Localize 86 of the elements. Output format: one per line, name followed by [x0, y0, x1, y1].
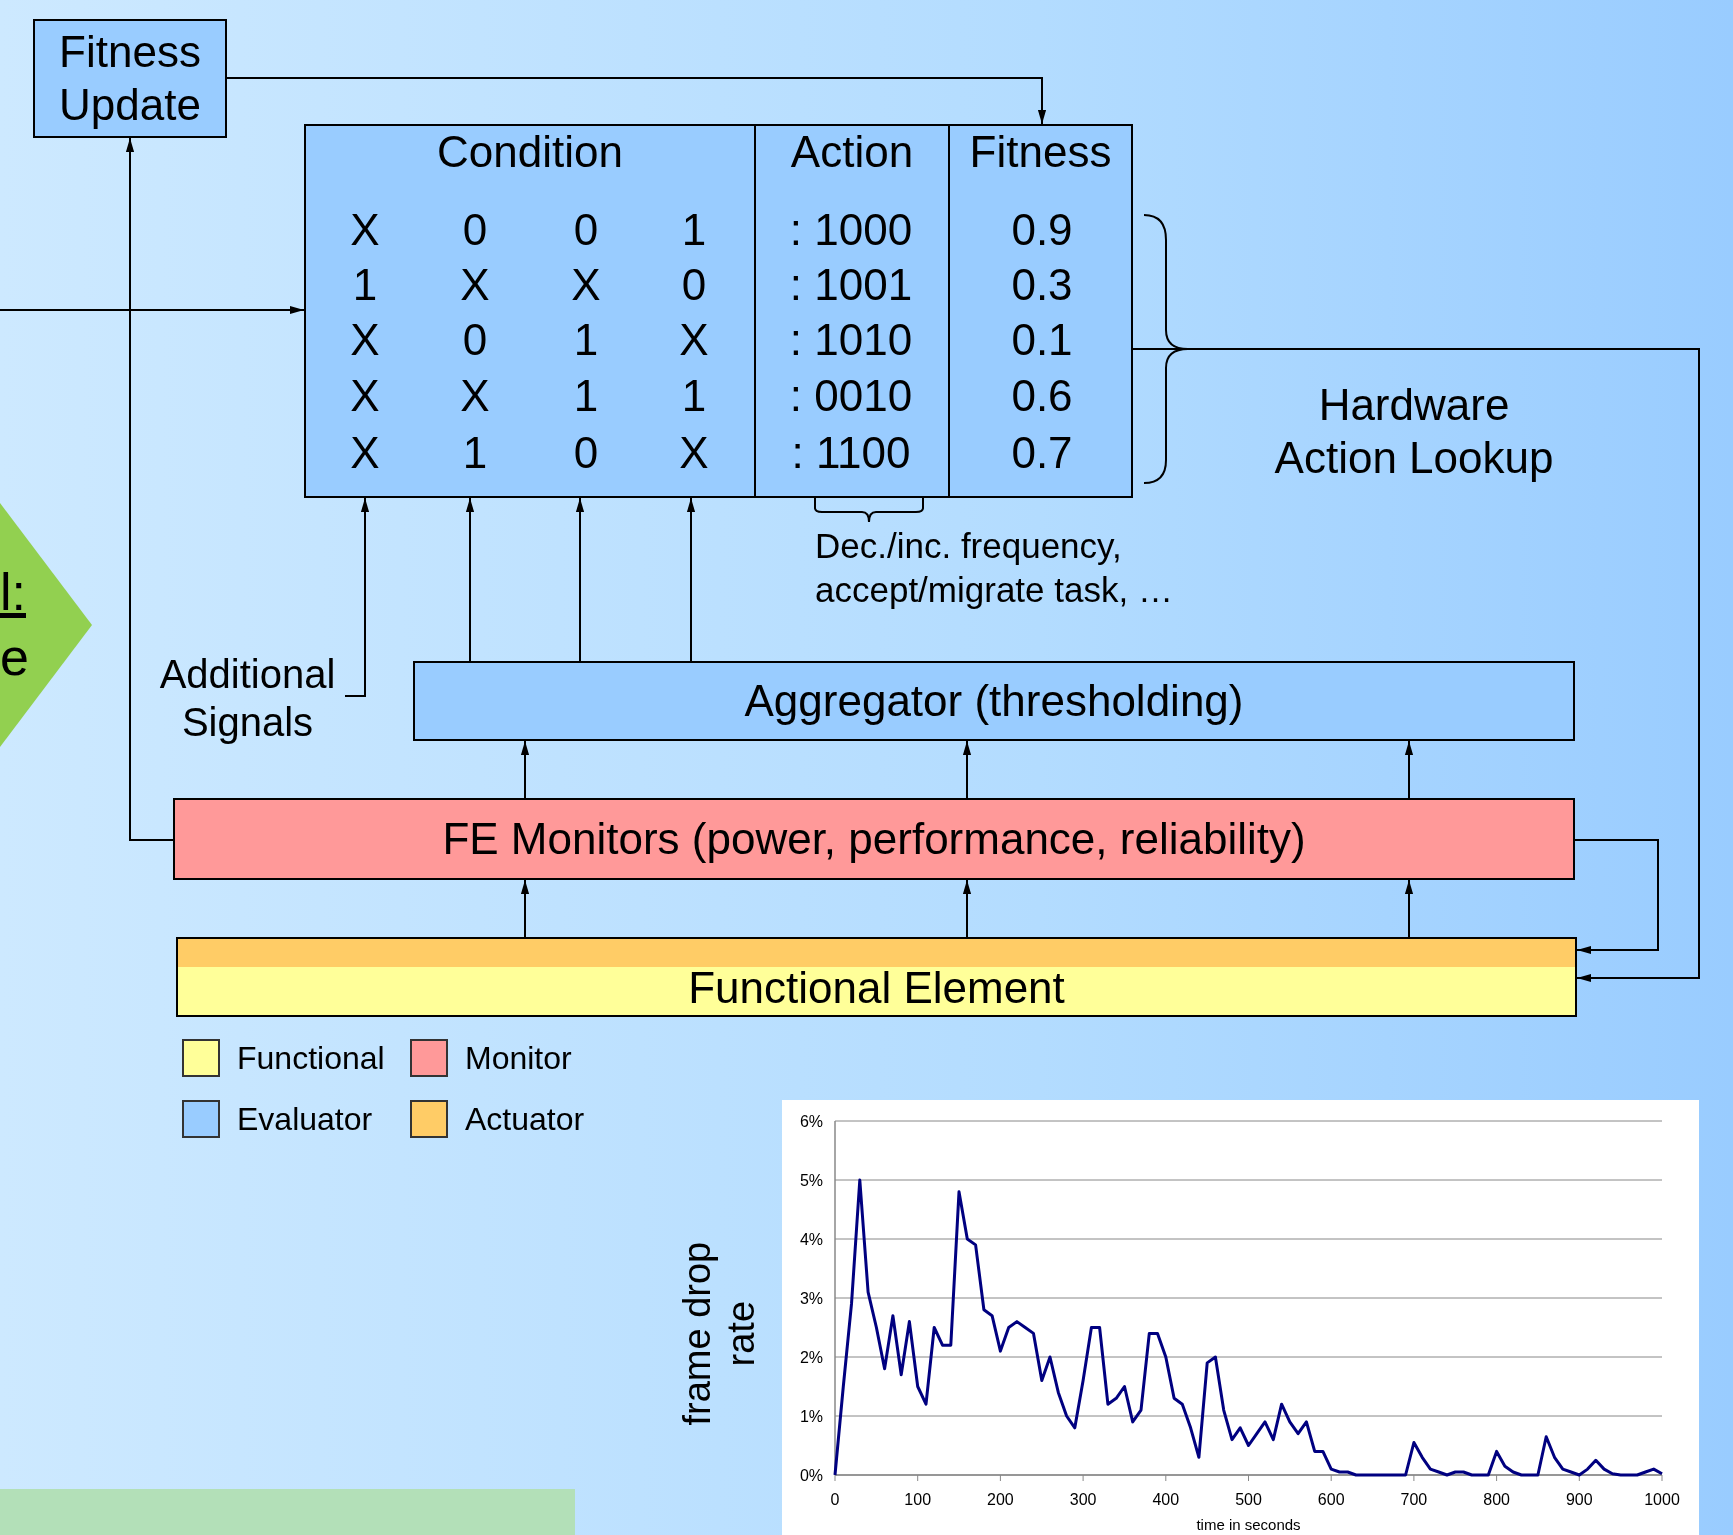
tick-label: 700 [1400, 1491, 1428, 1508]
column-header: Condition [437, 126, 623, 178]
legend-label: Evaluator [237, 1100, 373, 1139]
table-cell-text: : 1001 [788, 259, 914, 311]
table-cell-text: X [678, 427, 710, 479]
tick-label: 2% [799, 1349, 823, 1366]
band [0, 1489, 575, 1535]
column-header: Action [790, 126, 914, 178]
tick-label: 5% [799, 1172, 823, 1189]
tick-label: 4% [799, 1231, 823, 1248]
arrow [1404, 879, 1414, 938]
table-cell-text: 0.1 [1010, 314, 1074, 366]
tick-label: 600 [1317, 1491, 1345, 1508]
tick-label: 900 [1565, 1491, 1593, 1508]
tick-label: 800 [1483, 1491, 1510, 1508]
table-cell-text: 0.7 [1010, 427, 1074, 479]
table-column [304, 124, 756, 498]
column-header: Fitness [969, 126, 1112, 178]
table-cell-text: 0 [461, 204, 489, 256]
table-cell-text: X [349, 427, 381, 479]
table-cell-text: 0.3 [1010, 259, 1074, 311]
axis-title: frame drop rate [676, 1240, 763, 1428]
tick-label: 0 [830, 1491, 840, 1508]
tick-label: 0% [799, 1467, 823, 1484]
arrow [465, 497, 475, 662]
process-box: Functional Element [176, 937, 1577, 1017]
tick-label: 400 [1152, 1491, 1180, 1508]
table-column [948, 124, 1133, 498]
arrow [0, 305, 305, 315]
arrow [344, 497, 370, 697]
arrow [575, 497, 585, 662]
arrow [125, 137, 174, 841]
table-cell-text: X [459, 370, 491, 422]
table-cell-text: : 1010 [788, 314, 914, 366]
table-cell-text: X [459, 259, 491, 311]
process-box: FE Monitors (power, performance, reliability) [173, 798, 1575, 880]
legend-label: Functional [237, 1039, 385, 1078]
arrow [962, 740, 972, 799]
tick-label: 6% [799, 1113, 823, 1130]
axis-title: time in seconds [1196, 1516, 1301, 1533]
table-cell-text: 1 [572, 314, 600, 366]
tick-label: 100 [904, 1491, 932, 1508]
table-cell-text: X [349, 370, 381, 422]
arrow [520, 740, 530, 799]
label-text: l: [0, 562, 26, 623]
table-cell-text: 1 [461, 427, 489, 479]
tick-label: 1% [799, 1408, 823, 1425]
table-cell-text: 1 [680, 370, 708, 422]
arrow [1132, 348, 1700, 983]
label-text: e [0, 627, 29, 688]
table-cell-text: X [678, 314, 710, 366]
arrow [1574, 839, 1659, 955]
table-cell-text: : 1000 [788, 204, 914, 256]
table-cell-text: X [349, 204, 381, 256]
arrow [520, 879, 530, 938]
tick-label: 1000 [1644, 1491, 1680, 1508]
arrow [686, 497, 696, 662]
table-cell-text: X [349, 314, 381, 366]
text-label: Additional Signals [150, 646, 345, 750]
table-cell-text: 1 [572, 370, 600, 422]
tick-label: 500 [1235, 1491, 1262, 1508]
table-cell-text: 0.9 [1010, 204, 1074, 256]
table-cell-text: 0 [680, 259, 708, 311]
tick-label: 200 [987, 1491, 1014, 1508]
arrow [1404, 740, 1414, 799]
table-column [754, 124, 950, 498]
arrow-shape [0, 503, 92, 747]
label-text: Hardware Action Lookup [1273, 379, 1555, 485]
table-cell-text: 0 [572, 204, 600, 256]
table-cell-text: : 0010 [788, 370, 914, 422]
table-cell-text: 0.6 [1010, 370, 1074, 422]
table-cell-text: 0 [572, 427, 600, 479]
table-cell-text: X [570, 259, 602, 311]
process-box: Fitness Update [33, 19, 227, 138]
table-cell-text: 1 [351, 259, 379, 311]
arrow [962, 879, 972, 938]
process-box: Aggregator (thresholding) [413, 661, 1575, 741]
table-cell-text: : 1100 [790, 427, 912, 479]
legend-label: Monitor [465, 1039, 572, 1078]
annotation-text: Dec./inc. frequency, accept/migrate task, … [815, 525, 1174, 612]
tick-label: 300 [1069, 1491, 1097, 1508]
tick-label: 3% [799, 1290, 823, 1307]
table-cell-text: 1 [680, 204, 708, 256]
table-cell-text: 0 [461, 314, 489, 366]
arrow [226, 77, 1047, 125]
legend-label: Actuator [465, 1100, 585, 1139]
